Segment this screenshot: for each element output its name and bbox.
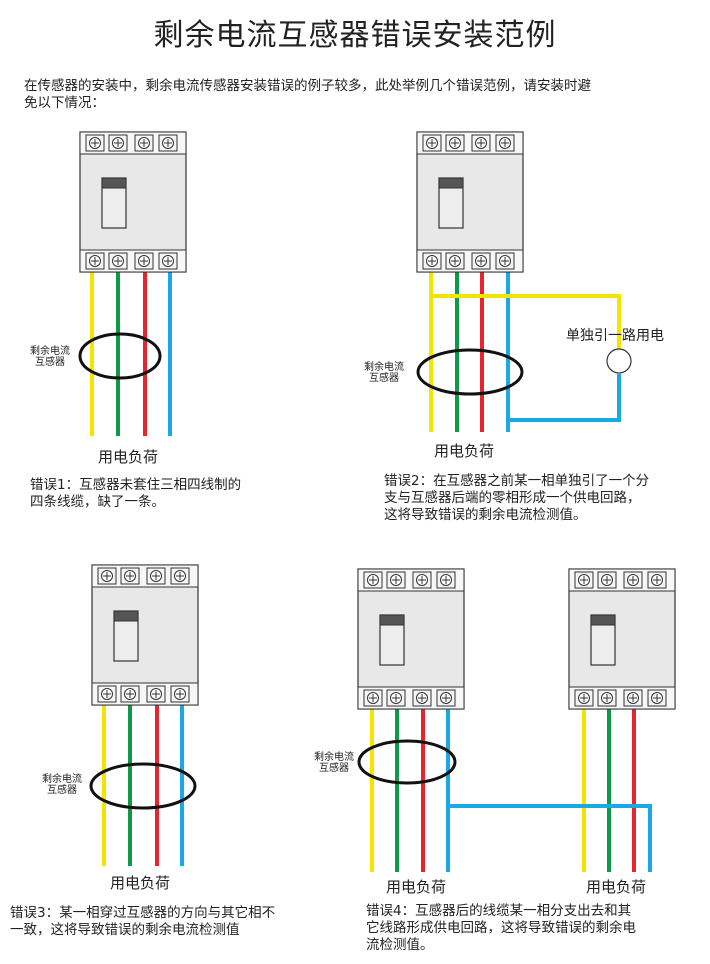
load-label-1: 用电负荷 [98,448,159,466]
terminal-screw-icon [574,571,594,589]
terminal-screw-icon [85,252,105,270]
terminal-screw-icon [363,689,383,707]
sensor-ring-1 [78,332,162,380]
sensor-ring-2 [416,348,524,396]
load-label-4: 用电负荷 [386,878,447,896]
load-label-2: 用电负荷 [434,442,495,460]
terminal-screw-icon [97,567,117,585]
breaker-4 [357,568,465,710]
branch-wire-blue-2 [448,804,652,872]
terminal-screw-icon [623,571,643,589]
breaker-1 [79,131,187,273]
page-title: 剩余电流互感器错误安装范例 [153,18,557,53]
sensor-label-1: 剩余电流 互感器 [30,346,70,368]
breaker-2 [416,131,524,273]
breaker-5 [568,568,676,710]
terminal-screw-icon [363,571,383,589]
terminal-screw-icon [146,567,166,585]
terminal-screw-icon [120,685,140,703]
terminal-screw-icon [120,567,140,585]
terminal-screw-icon [647,689,667,707]
error-3-text: 错误3：某一相穿过互感器的方向与其它相不一致，这将导致错误的剩余电流检测值 [10,905,276,938]
terminal-screw-icon [495,134,515,152]
load-label-3: 用电负荷 [110,874,171,892]
terminal-screw-icon [471,134,491,152]
terminal-screw-icon [97,685,117,703]
terminal-screw-icon [158,134,178,152]
error-1-text: 错误1：互感器未套住三相四线制的四条线缆，缺了一条。 [30,477,242,510]
terminal-screw-icon [412,689,432,707]
terminal-screw-icon [108,252,128,270]
terminal-screw-icon [412,571,432,589]
error-4-text: 错误4：互感器后的线缆某一相分支出去和其它线路形成供电回路，这将导致错误的剩余电… [366,903,636,953]
terminal-screw-icon [495,252,515,270]
terminal-screw-icon [134,252,154,270]
branch-wire-blue [508,374,621,422]
terminal-screw-icon [436,689,456,707]
separate-load-label: 单独引一路用电 [566,328,664,344]
intro-text: 在传感器的安装中，剩余电流传感器安装错误的例子较多，此处举例几个错误范例，请安装… [24,78,591,111]
error-2-text: 错误2：在互感器之前某一相单独引了一个分支与互感器后端的零相形成一个供电回路，这… [384,473,650,523]
sensor-ring-3 [89,762,197,810]
terminal-screw-icon [436,571,456,589]
terminal-screw-icon [647,571,667,589]
terminal-screw-icon [170,567,190,585]
separate-load-icon [606,348,632,374]
terminal-screw-icon [445,252,465,270]
branch-wire-yellow [431,294,621,350]
terminal-screw-icon [386,689,406,707]
sensor-label-3: 剩余电流 互感器 [42,774,82,796]
terminal-screw-icon [158,252,178,270]
terminal-screw-icon [574,689,594,707]
terminal-screw-icon [623,689,643,707]
terminal-screw-icon [422,134,442,152]
terminal-screw-icon [386,571,406,589]
terminal-screw-icon [108,134,128,152]
sensor-label-4: 剩余电流 互感器 [314,752,354,774]
sensor-ring-4 [357,739,457,785]
terminal-screw-icon [146,685,166,703]
breaker-3 [91,564,199,706]
terminal-screw-icon [85,134,105,152]
terminal-screw-icon [597,571,617,589]
terminal-screw-icon [422,252,442,270]
terminal-screw-icon [170,685,190,703]
terminal-screw-icon [471,252,491,270]
sensor-label-2: 剩余电流 互感器 [364,362,404,384]
terminal-screw-icon [445,134,465,152]
load-label-5: 用电负荷 [586,878,647,896]
terminal-screw-icon [597,689,617,707]
terminal-screw-icon [134,134,154,152]
